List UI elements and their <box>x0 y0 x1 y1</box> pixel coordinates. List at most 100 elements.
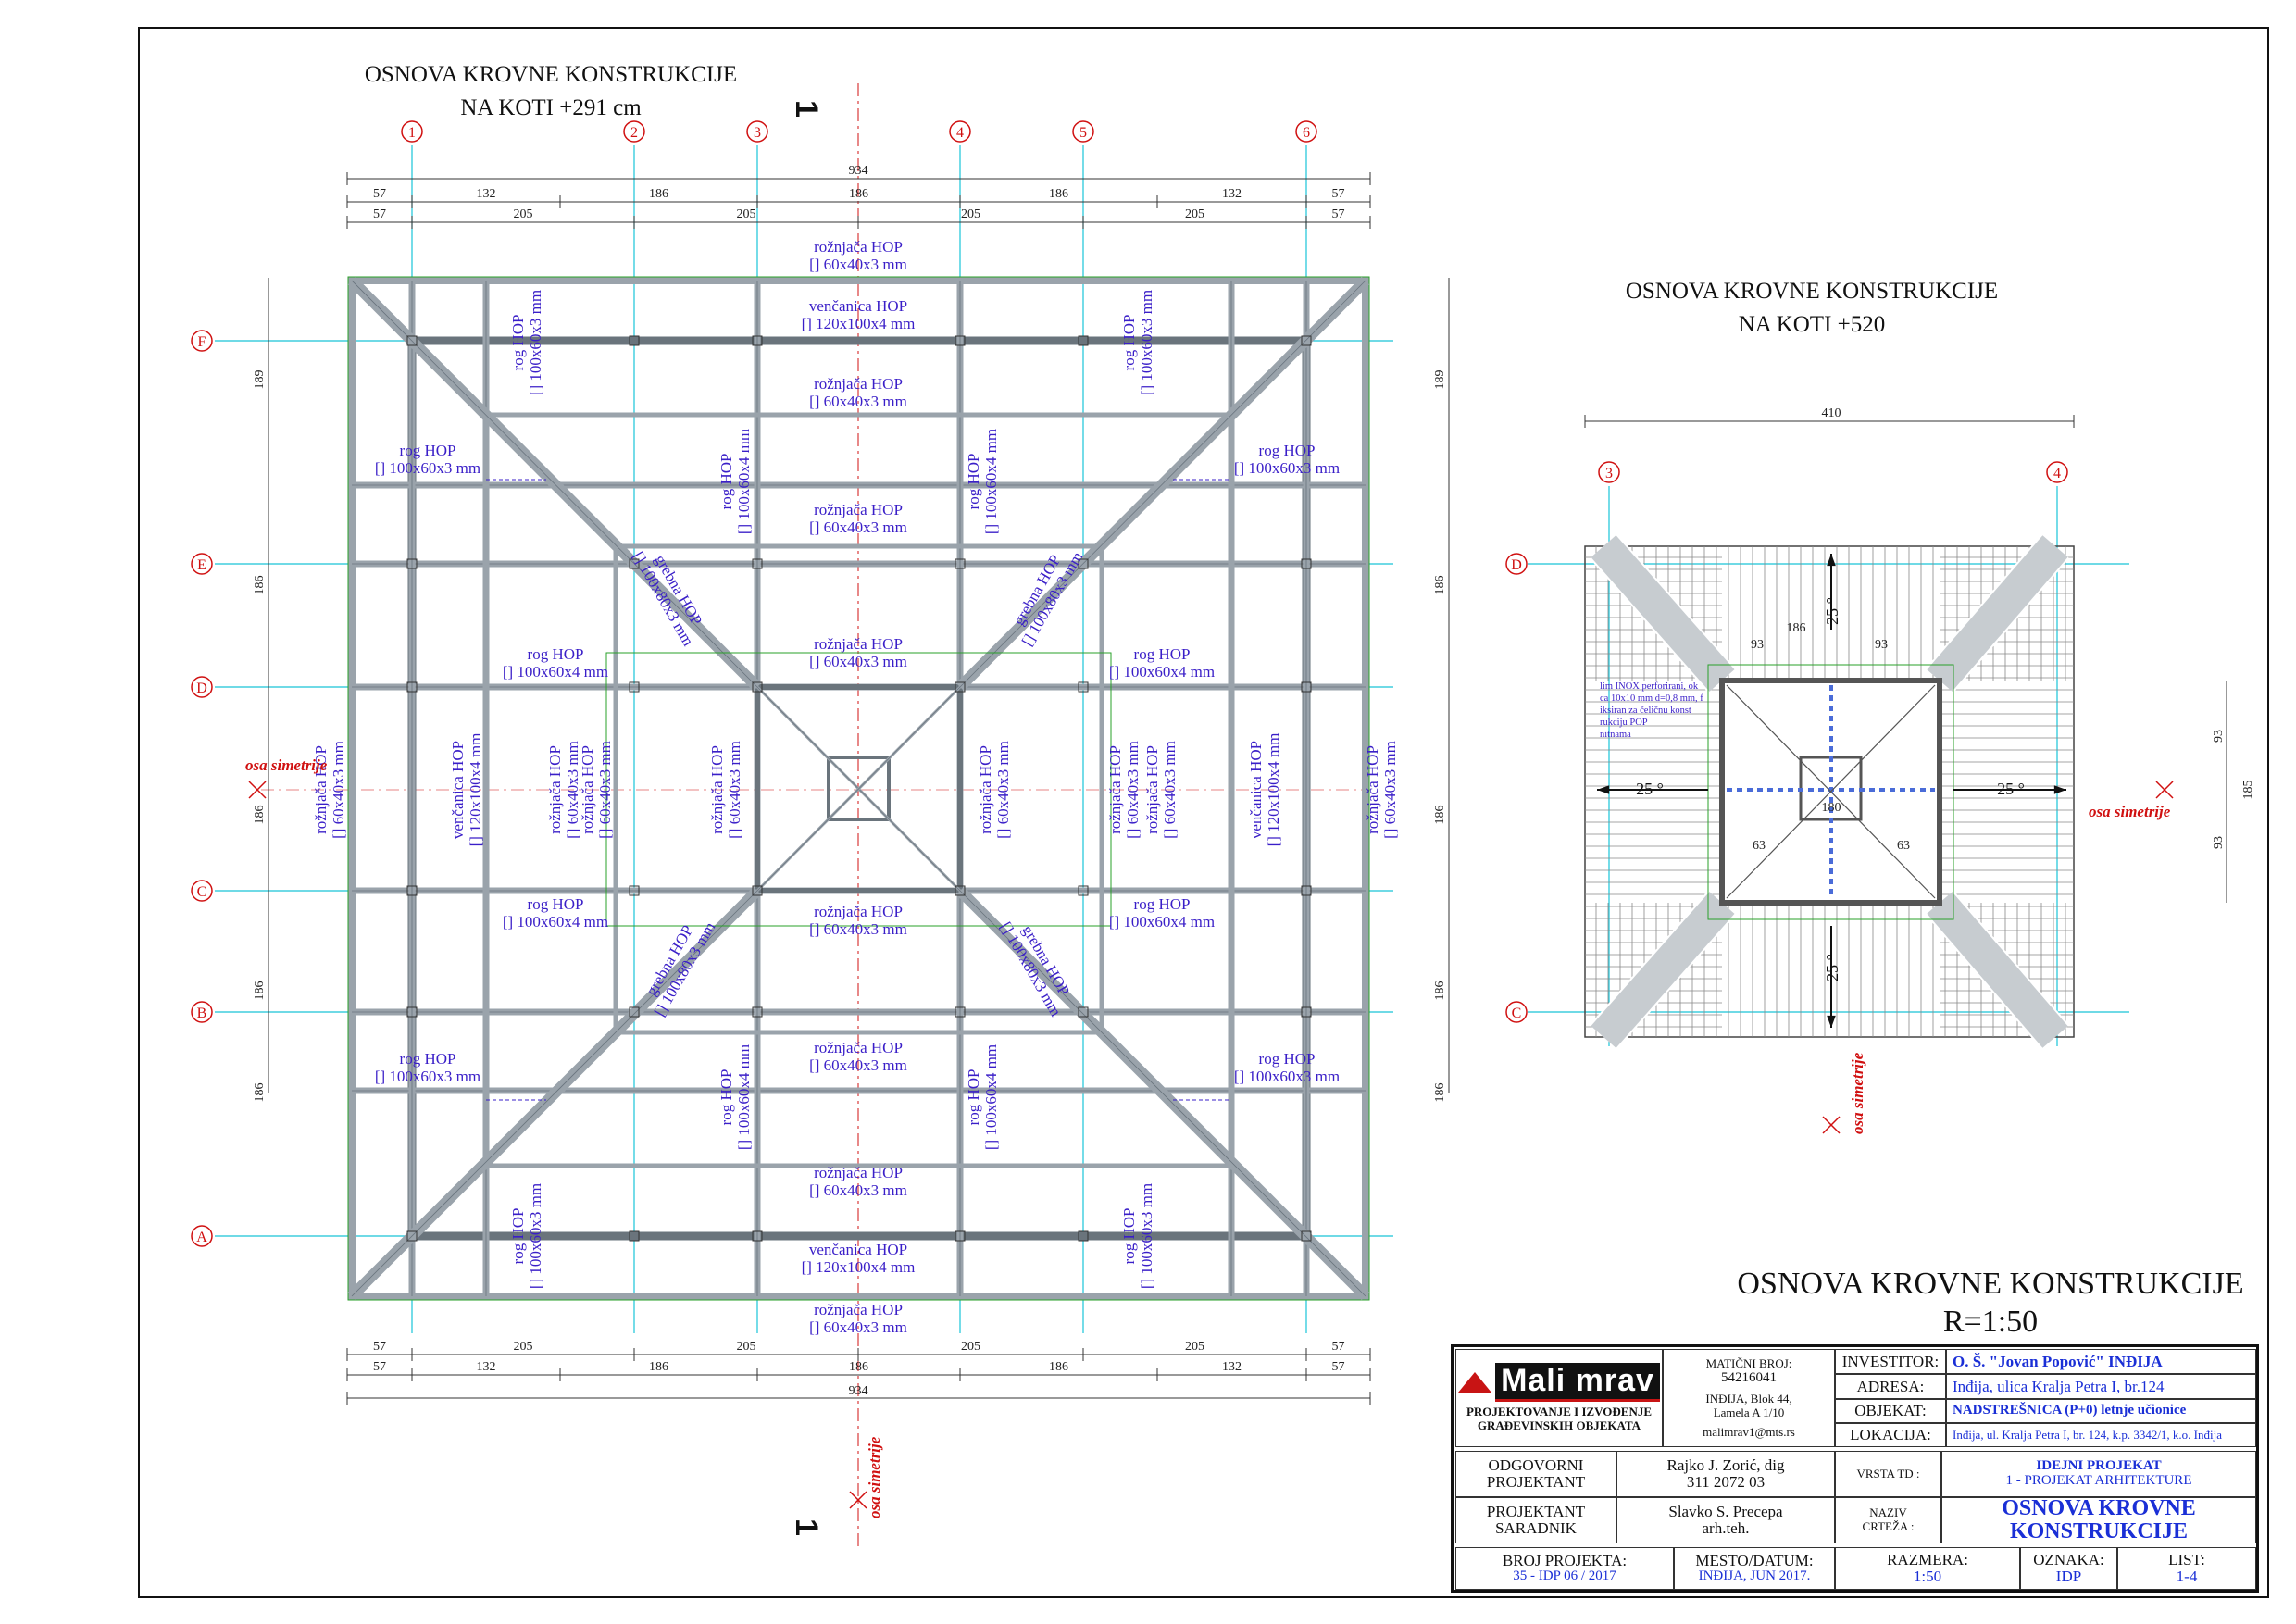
label-wallplate-vertical-1: rožnjača HOP[] 60x40x3 mm <box>708 741 743 839</box>
dim-top-row2-label: 205 <box>1185 207 1204 221</box>
joint-node <box>406 1006 418 1018</box>
plan2-dim-inner: 180 <box>1822 801 1841 815</box>
label-rafter-w1-size: [] 100x60x4 mm <box>503 663 608 681</box>
label-rafter-corner-1-name: rog HOP <box>1120 315 1138 371</box>
label-purlin-2-size: [] 60x40x3 mm <box>809 518 907 536</box>
joint-node <box>1078 1006 1089 1018</box>
sheet-border <box>138 27 2269 1598</box>
label-rafter-e2-size: [] 100x60x4 mm <box>1109 913 1215 931</box>
investor-value: O. Š. "Jovan Popović" INĐIJA <box>1946 1349 2256 1374</box>
ring-3 <box>613 543 1104 1035</box>
axis-label-col: 3 <box>754 125 761 141</box>
label-wallplate-top-name: venčanica HOP <box>809 297 907 315</box>
label-wallplate-bottom-size: [] 120x100x4 mm <box>802 1258 916 1276</box>
axis-label-row: B <box>197 1006 207 1021</box>
label-purlin-3: rožnjača HOP[] 60x40x3 mm <box>809 635 907 670</box>
title-block <box>1451 1344 2259 1593</box>
axis-bubble <box>191 553 213 575</box>
axis-label-col: 4 <box>956 125 964 141</box>
plan2-title-line1: OSNOVA KROVNE KONSTRUKCIJE <box>1626 279 1998 304</box>
plan2-dim-inner: 63 <box>1897 839 1910 853</box>
plan2-angle-east: 25 ° <box>1997 780 2025 798</box>
joint-node <box>629 885 640 896</box>
joint-node <box>752 335 763 346</box>
label-rafter-ne-size: [] 100x60x3 mm <box>1234 459 1340 477</box>
label-purlin-inner-vertical-0-name: rožnjača HOP <box>579 745 596 834</box>
label-rafter-corner-1-size: [] 100x60x3 mm <box>1138 290 1155 395</box>
joint-node <box>406 1230 418 1242</box>
joint-node <box>1078 558 1089 569</box>
dim-total-top: 934 <box>849 164 868 178</box>
symmetry-label-bottom: osa simetrije <box>866 1436 883 1518</box>
label-purlin-inner-vertical-1: rožnjača HOP[] 60x40x3 mm <box>1106 741 1142 839</box>
plan2-hip-beam <box>1591 892 1735 1048</box>
axis-label-col: 6 <box>1303 125 1310 141</box>
dim-side-label: 186 <box>1433 1083 1447 1103</box>
label-purlin-vertical-0: rožnjača HOP[] 60x40x3 mm <box>312 741 347 839</box>
dim-bottom-row1-label: 57 <box>1332 1340 1345 1354</box>
joint-node <box>955 335 966 346</box>
axis-label-col: 5 <box>1079 125 1087 141</box>
plan2-note-line: nitnama <box>1600 730 1631 740</box>
axis-label-row: A <box>196 1230 207 1245</box>
dim-top-row1-label: 132 <box>477 187 496 201</box>
label-rafter-e2-name: rog HOP <box>1134 895 1191 913</box>
label-purlin-3-name: rožnjača HOP <box>814 635 903 653</box>
axis-bubble <box>949 120 971 143</box>
plan2-dim-side-label: 93 <box>2212 730 2226 743</box>
axis-label-col: 1 <box>408 125 416 141</box>
label-rafter-mid-2: rog HOP[] 100x60x4 mm <box>718 1044 753 1150</box>
lokacija-value: Inđija, ul. Kralja Petra I, br. 124, k.p… <box>1946 1423 2256 1447</box>
label-purlin-bottom-outer-size: [] 60x40x3 mm <box>809 1318 907 1336</box>
label-rafter-mid-0-size: [] 100x60x4 mm <box>735 429 753 534</box>
plan2-hip-beam <box>1591 535 1735 692</box>
plan2-slope-arrow-east-head <box>2053 785 2066 794</box>
label-wallplate-vertical-0-name: venčanica HOP <box>449 741 467 839</box>
label-purlin-2: rožnjača HOP[] 60x40x3 mm <box>809 501 907 536</box>
dim-top-row1-label: 186 <box>849 187 868 201</box>
plan2-dim-inner: 93 <box>1751 638 1764 652</box>
plan2-dim-top: 410 <box>1822 406 1841 420</box>
label-rafter-se: rog HOP[] 100x60x3 mm <box>1234 1050 1340 1085</box>
joint-node <box>752 1006 763 1018</box>
plan2-note-line: iksiran za čeličnu konst <box>1600 706 1691 716</box>
label-rafter-mid-0: rog HOP[] 100x60x4 mm <box>718 429 753 534</box>
dim-side-label: 189 <box>1433 370 1447 390</box>
label-purlin-top-outer-size: [] 60x40x3 mm <box>809 256 907 273</box>
adresa-label: ADRESA: <box>1835 1374 1946 1399</box>
label-rafter-corner-0-size: [] 100x60x3 mm <box>527 290 544 395</box>
dim-bottom-row2-label: 186 <box>1049 1360 1068 1374</box>
label-rafter-w2-size: [] 100x60x4 mm <box>503 913 608 931</box>
label-rafter-ne-name: rog HOP <box>1259 442 1316 459</box>
dim-top-row1-label: 132 <box>1222 187 1242 201</box>
axis-bubble <box>191 676 213 698</box>
label-purlin-3-size: [] 60x40x3 mm <box>809 653 907 670</box>
outer-frame-edge <box>347 276 1370 1301</box>
axis-bubble <box>191 1001 213 1023</box>
label-rafter-nw-name: rog HOP <box>400 442 456 459</box>
plan2-note-line: rukciju POP <box>1600 718 1648 728</box>
green-outline <box>605 652 1112 927</box>
label-rafter-nw-size: [] 100x60x3 mm <box>375 459 480 477</box>
plan2-axis-bubble <box>1505 553 1528 575</box>
joint-node <box>1301 681 1312 693</box>
axis-bubble <box>191 1225 213 1247</box>
company-line1: PROJEKTOVANJE I IZVOĐENJE <box>1466 1405 1653 1419</box>
dim-top-row2-label: 205 <box>737 207 756 221</box>
label-rafter-mid-1-size: [] 100x60x4 mm <box>982 429 1000 534</box>
label-rafter-mid-1-name: rog HOP <box>965 454 982 510</box>
joint-node <box>955 558 966 569</box>
dim-side-label: 186 <box>253 981 267 1001</box>
label-purlin-top-outer: rožnjača HOP[] 60x40x3 mm <box>809 238 907 273</box>
hip-beam-axis <box>959 280 1366 688</box>
joint-node <box>955 1006 966 1018</box>
dim-bottom-row1-label: 205 <box>737 1340 756 1354</box>
label-purlin-inner-vertical-1-size: [] 60x40x3 mm <box>1124 741 1142 839</box>
label-purlin-vertical-1-size: [] 60x40x3 mm <box>564 741 581 839</box>
razmera: RAZMERA:1:50 <box>1835 1547 2020 1590</box>
dim-bottom-row2-label: 57 <box>1332 1360 1345 1374</box>
label-rafter-corner-3-name: rog HOP <box>1120 1208 1138 1265</box>
label-wallplate-vertical-2: rožnjača HOP[] 60x40x3 mm <box>977 741 1012 839</box>
